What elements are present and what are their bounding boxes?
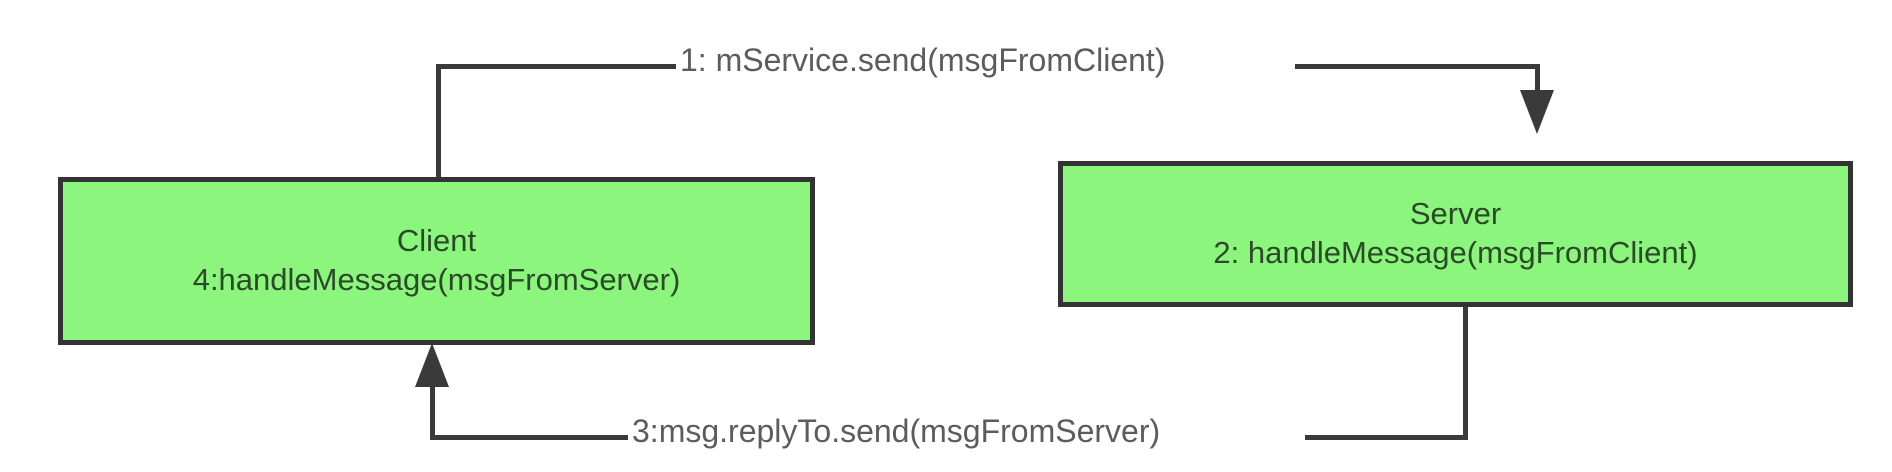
node-client-subtitle: 4:handleMessage(msgFromServer): [192, 262, 681, 297]
node-server-title: Server: [1409, 196, 1502, 232]
edge-server-to-client-bottom-right: [1305, 435, 1468, 440]
node-client-title: Client: [396, 223, 477, 259]
edge-server-to-client-bottom-left: [430, 435, 630, 440]
edge-label-server-to-client: 3:msg.replyTo.send(msgFromServer): [628, 415, 1165, 447]
node-server[interactable]: Server 2: handleMessage(msgFromClient): [1058, 161, 1853, 307]
edge-client-to-server-top-left: [436, 64, 676, 69]
edge-server-to-client-descender: [1463, 303, 1468, 440]
edge-client-to-server-riser: [436, 64, 441, 181]
arrowhead-into-client-icon: [415, 343, 449, 387]
arrowhead-into-server-icon: [1520, 90, 1554, 134]
node-server-subtitle: 2: handleMessage(msgFromClient): [1213, 235, 1698, 270]
node-client[interactable]: Client 4:handleMessage(msgFromServer): [58, 177, 815, 345]
edge-client-to-server-top-right: [1295, 64, 1540, 69]
edge-server-to-client-riser: [430, 368, 435, 438]
edge-label-client-to-server: 1: mService.send(msgFromClient): [676, 44, 1170, 76]
